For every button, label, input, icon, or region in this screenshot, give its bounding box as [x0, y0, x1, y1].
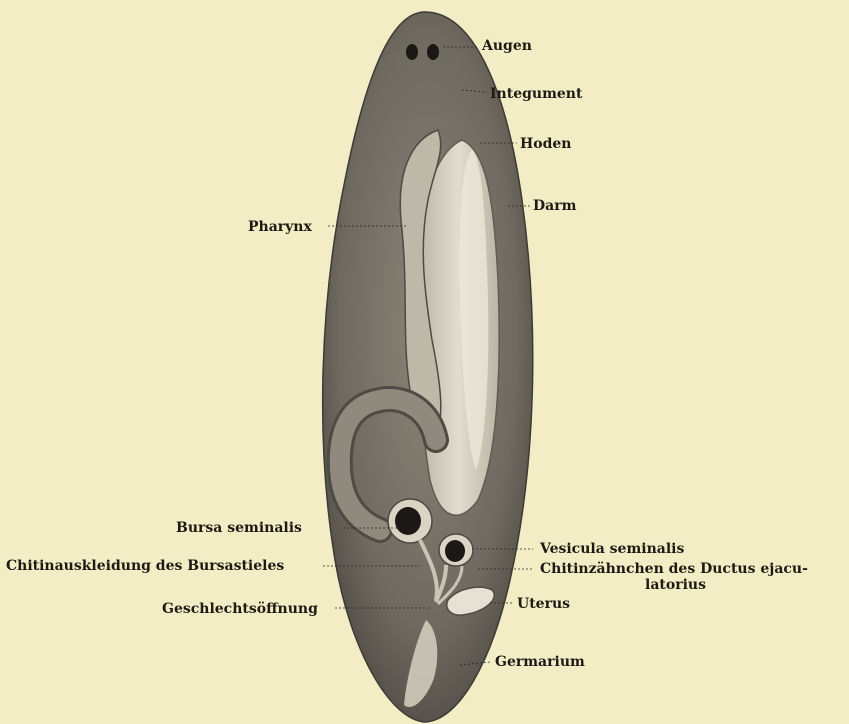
label-bursa-seminalis: Bursa seminalis — [176, 520, 302, 536]
label-uterus: Uterus — [517, 596, 570, 612]
label-hoden: Hoden — [520, 136, 571, 152]
label-augen: Augen — [482, 38, 532, 54]
label-geschlechtsoeffnung: Geschlechtsöffnung — [162, 601, 318, 617]
label-germarium: Germarium — [495, 654, 585, 670]
label-pharynx: Pharynx — [248, 219, 312, 235]
label-vesicula-seminalis: Vesicula seminalis — [540, 541, 684, 557]
label-darm: Darm — [533, 198, 576, 214]
label-chitinzaehnchen-line2: latorius — [645, 577, 706, 593]
label-integument: Integument — [490, 86, 582, 102]
label-chitinauskleidung: Chitinauskleidung des Bursastieles — [6, 558, 284, 574]
label-chitinzaehnchen-line1: Chitinzähnchen des Ductus ejacu- — [540, 561, 808, 577]
